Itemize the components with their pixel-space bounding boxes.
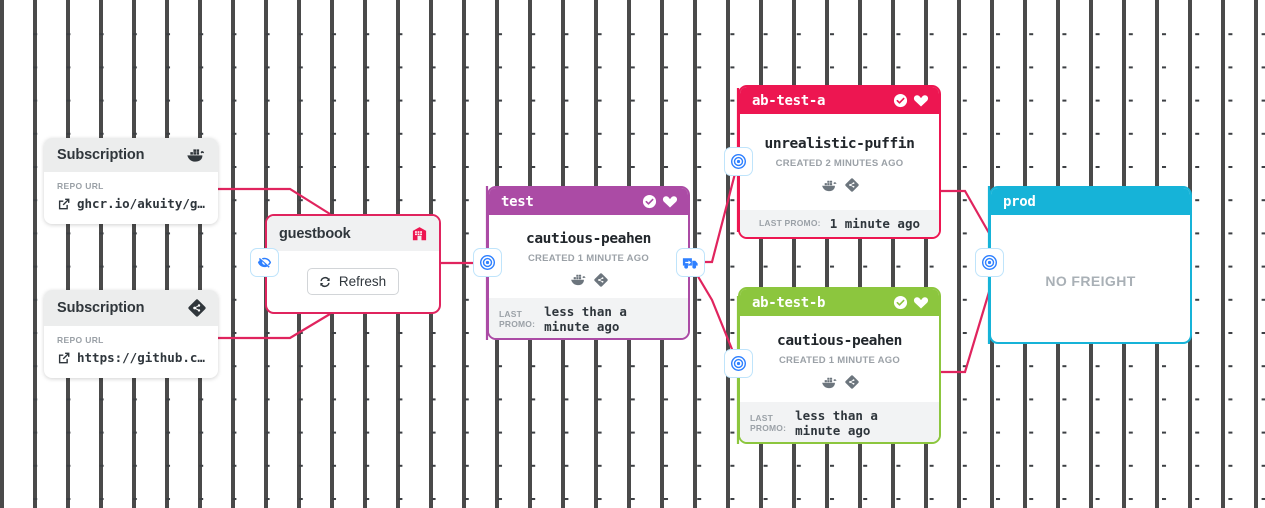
last-promo-label: LAST PROMO: <box>750 412 787 433</box>
subscription-header: Subscription <box>44 138 218 172</box>
repo-url-label: REPO URL <box>57 181 104 191</box>
stage-name: prod <box>1003 193 1036 210</box>
stage-footer: LAST PROMO: less than a minute ago <box>489 298 688 338</box>
target-icon <box>479 254 496 271</box>
target-icon <box>730 153 747 170</box>
last-promo-label: LAST PROMO: <box>499 308 536 329</box>
check-circle-icon[interactable] <box>893 93 908 108</box>
repo-url-value: ghcr.io/akuity/g… <box>77 196 205 211</box>
git-icon <box>844 375 859 389</box>
subscription-card-git[interactable]: Subscription REPO URL <box>44 290 218 378</box>
warehouse-body: Refresh <box>267 251 439 312</box>
git-icon <box>188 299 206 317</box>
freight-created-time: CREATED 2 MINUTES AGO <box>775 158 904 169</box>
freight-name: unrealistic-puffin <box>764 136 915 152</box>
hide-warehouse-handle[interactable] <box>250 248 279 277</box>
repo-url-value: https://github.c… <box>77 350 205 365</box>
freight-created-time: CREATED 1 MINUTE AGO <box>527 252 650 264</box>
stage-footer: LAST PROMO: 1 minute ago <box>740 210 939 237</box>
git-icon <box>593 272 608 287</box>
docker-icon <box>570 273 587 286</box>
subscription-body: REPO URL https://github.c… <box>44 326 218 378</box>
git-icon <box>844 178 859 192</box>
stage-body: NO FREIGHT <box>991 215 1190 342</box>
last-promo-value: less than a minute ago <box>544 303 627 334</box>
last-promo-value: less than a minute ago <box>795 407 878 438</box>
stage-footer: LAST PROMO: less than a minute ago <box>740 402 939 442</box>
stage-body: cautious-peahen CREATED 1 MINUTE AGO <box>489 215 688 298</box>
stage-header: ab-test-a <box>740 87 939 114</box>
stage-body: cautious-peahen CREATED 1 MINUTE AGO <box>740 316 939 402</box>
promote-downstream-handle[interactable] <box>676 248 705 277</box>
stage-node-ab-test-b[interactable]: ab-test-b cautious-peahen CREATED 1 MINU… <box>738 287 941 444</box>
docker-icon <box>821 376 838 389</box>
stage-header: ab-test-b <box>740 289 939 316</box>
repo-url-label: REPO URL <box>57 335 104 345</box>
refresh-icon <box>318 275 332 289</box>
warehouse-name: guestbook <box>279 225 351 242</box>
stage-header: test <box>489 188 688 215</box>
subscription-header: Subscription <box>44 290 218 326</box>
external-link-icon[interactable] <box>57 197 71 211</box>
heart-icon[interactable] <box>662 194 678 209</box>
stage-node-test[interactable]: test cautious-peahen CREATED 1 MINUTE AG… <box>487 186 690 340</box>
subscription-body: REPO URL ghcr.io/akuity/g… <box>44 172 218 224</box>
stage-prod-target-handle[interactable] <box>975 248 1004 277</box>
docker-icon <box>821 179 838 192</box>
target-icon <box>730 355 747 372</box>
last-promo-value: 1 minute ago <box>829 215 920 231</box>
stage-node-prod[interactable]: prod NO FREIGHT <box>989 186 1192 344</box>
heart-icon[interactable] <box>913 93 929 108</box>
promote-truck-icon <box>682 255 700 271</box>
check-circle-icon[interactable] <box>893 295 908 310</box>
eye-off-icon <box>256 254 273 271</box>
stage-header: prod <box>991 188 1190 215</box>
last-promo-label: LAST PROMO: <box>758 218 821 229</box>
subscription-title: Subscription <box>57 300 145 316</box>
stage-test-target-handle[interactable] <box>473 248 502 277</box>
check-circle-icon[interactable] <box>642 194 657 209</box>
stage-ab-test-a-target-handle[interactable] <box>724 147 753 176</box>
no-freight-message: NO FREIGHT <box>1045 272 1136 289</box>
stage-name: test <box>501 193 534 210</box>
stage-name: ab-test-b <box>752 294 826 311</box>
refresh-button[interactable]: Refresh <box>306 268 400 295</box>
stage-ab-test-b-target-handle[interactable] <box>724 349 753 378</box>
stage-node-ab-test-a[interactable]: ab-test-a unrealistic-puffin CREATED 2 M… <box>738 85 941 239</box>
warehouse-node-guestbook[interactable]: guestbook <box>265 214 441 314</box>
stage-name: ab-test-a <box>752 92 826 109</box>
target-icon <box>981 254 998 271</box>
freight-created-time: CREATED 1 MINUTE AGO <box>778 355 901 366</box>
warehouse-icon <box>411 225 428 242</box>
refresh-button-label: Refresh <box>338 274 387 289</box>
docker-icon <box>186 147 206 163</box>
stage-body: unrealistic-puffin CREATED 2 MINUTES AGO <box>740 114 939 210</box>
freight-name: cautious-peahen <box>777 333 902 349</box>
subscription-card-docker[interactable]: Subscription REPO URL <box>44 138 218 224</box>
external-link-icon[interactable] <box>57 351 71 365</box>
freight-name: cautious-peahen <box>526 230 651 247</box>
heart-icon[interactable] <box>913 295 929 310</box>
warehouse-header: guestbook <box>267 216 439 251</box>
subscription-title: Subscription <box>57 147 145 163</box>
